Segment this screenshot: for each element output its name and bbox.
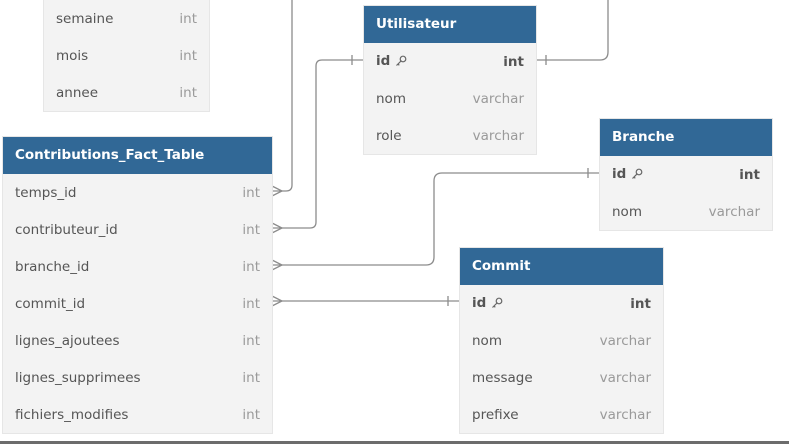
- column-type: int: [179, 47, 197, 64]
- column-name-cell: nom: [472, 333, 502, 349]
- column-type: int: [242, 369, 260, 386]
- column-name-cell: branche_id: [15, 259, 89, 275]
- key-icon: [395, 55, 407, 71]
- column-type: varchar: [599, 332, 651, 349]
- table-title: Commit: [460, 248, 663, 285]
- key-icon: [491, 297, 503, 313]
- connector-contributeur: [272, 59, 364, 229]
- column-name-cell: role: [376, 128, 402, 144]
- column-row[interactable]: temps_id int: [3, 174, 272, 211]
- column-type: int: [242, 332, 260, 349]
- column-name: prefixe: [472, 406, 519, 423]
- column-name: nom: [376, 90, 406, 107]
- column-row[interactable]: prefixe varchar: [460, 396, 663, 433]
- column-type: varchar: [599, 406, 651, 423]
- column-type: int: [242, 221, 260, 238]
- column-row[interactable]: semaine int: [44, 0, 209, 37]
- column-row[interactable]: annee int: [44, 74, 209, 111]
- column-row[interactable]: mois int: [44, 37, 209, 74]
- column-name: temps_id: [15, 184, 77, 201]
- column-type: varchar: [472, 127, 524, 144]
- table-title: Contributions_Fact_Table: [3, 137, 272, 174]
- column-row[interactable]: fichiers_modifies int: [3, 396, 272, 433]
- column-name-cell: contributeur_id: [15, 222, 118, 238]
- column-type: int: [242, 258, 260, 275]
- crowfoot-contributeur: [271, 222, 284, 234]
- table-utilisateur[interactable]: Utilisateur id int nom varchar role varchar: [364, 6, 536, 154]
- column-name-cell: nom: [612, 204, 642, 220]
- table-title: Branche: [600, 119, 772, 156]
- key-icon: [631, 168, 643, 184]
- column-name-cell: id: [376, 53, 407, 71]
- column-name: lignes_supprimees: [15, 369, 141, 386]
- column-name-cell: annee: [56, 85, 98, 101]
- column-name-cell: commit_id: [15, 296, 85, 312]
- column-name: id: [376, 52, 391, 69]
- column-name-cell: nom: [376, 91, 406, 107]
- column-type: int: [242, 406, 260, 423]
- column-name-cell: message: [472, 370, 533, 386]
- column-name-cell: lignes_supprimees: [15, 370, 141, 386]
- column-name-cell: id: [472, 295, 503, 313]
- column-type: int: [739, 166, 760, 183]
- table-branche[interactable]: Branche id int nom varchar: [600, 119, 772, 230]
- column-row[interactable]: contributeur_id int: [3, 211, 272, 248]
- column-row[interactable]: lignes_supprimees int: [3, 359, 272, 396]
- column-row[interactable]: lignes_ajoutees int: [3, 322, 272, 359]
- column-type: int: [179, 10, 197, 27]
- table-time[interactable]: semaine int mois int annee int: [44, 0, 209, 111]
- table-title: Utilisateur: [364, 6, 536, 43]
- column-row[interactable]: id int: [600, 156, 772, 193]
- column-type: varchar: [708, 203, 760, 220]
- column-row[interactable]: nom varchar: [600, 193, 772, 230]
- column-name: message: [472, 369, 533, 386]
- column-name: commit_id: [15, 295, 86, 312]
- column-row[interactable]: branche_id int: [3, 248, 272, 285]
- column-name: contributeur_id: [15, 221, 118, 238]
- column-type: int: [179, 84, 197, 101]
- column-name: id: [612, 165, 627, 182]
- column-row[interactable]: id int: [364, 43, 536, 80]
- column-name: nom: [472, 332, 502, 349]
- column-row[interactable]: id int: [460, 285, 663, 322]
- crowfoot-temps: [271, 185, 284, 197]
- column-type: int: [630, 295, 651, 312]
- column-name: branche_id: [15, 258, 90, 275]
- column-type: int: [503, 53, 524, 70]
- connector-temps: [272, 0, 293, 192]
- column-name-cell: fichiers_modifies: [15, 407, 128, 423]
- crowfoot-commit: [271, 295, 284, 307]
- column-name-cell: id: [612, 166, 643, 184]
- column-name: semaine: [56, 10, 114, 27]
- column-row[interactable]: nom varchar: [460, 322, 663, 359]
- column-name-cell: mois: [56, 48, 88, 64]
- connector-branche: [272, 172, 600, 266]
- crowfoot-branche: [271, 259, 284, 271]
- column-name: nom: [612, 203, 642, 220]
- column-row[interactable]: commit_id int: [3, 285, 272, 322]
- column-name-cell: temps_id: [15, 185, 76, 201]
- column-row[interactable]: nom varchar: [364, 80, 536, 117]
- column-name: lignes_ajoutees: [15, 332, 120, 349]
- column-name: role: [376, 127, 402, 144]
- column-name: annee: [56, 84, 98, 101]
- column-name: id: [472, 294, 487, 311]
- column-type: varchar: [599, 369, 651, 386]
- column-type: int: [242, 295, 260, 312]
- connector-utilisateur-up: [536, 0, 609, 61]
- column-type: int: [242, 184, 260, 201]
- column-row[interactable]: message varchar: [460, 359, 663, 396]
- column-name: fichiers_modifies: [15, 406, 129, 423]
- column-type: varchar: [472, 90, 524, 107]
- column-name-cell: semaine: [56, 11, 113, 27]
- bottom-divider: [0, 441, 789, 444]
- column-name-cell: lignes_ajoutees: [15, 333, 120, 349]
- column-row[interactable]: role varchar: [364, 117, 536, 154]
- column-name: mois: [56, 47, 89, 64]
- column-name-cell: prefixe: [472, 407, 519, 423]
